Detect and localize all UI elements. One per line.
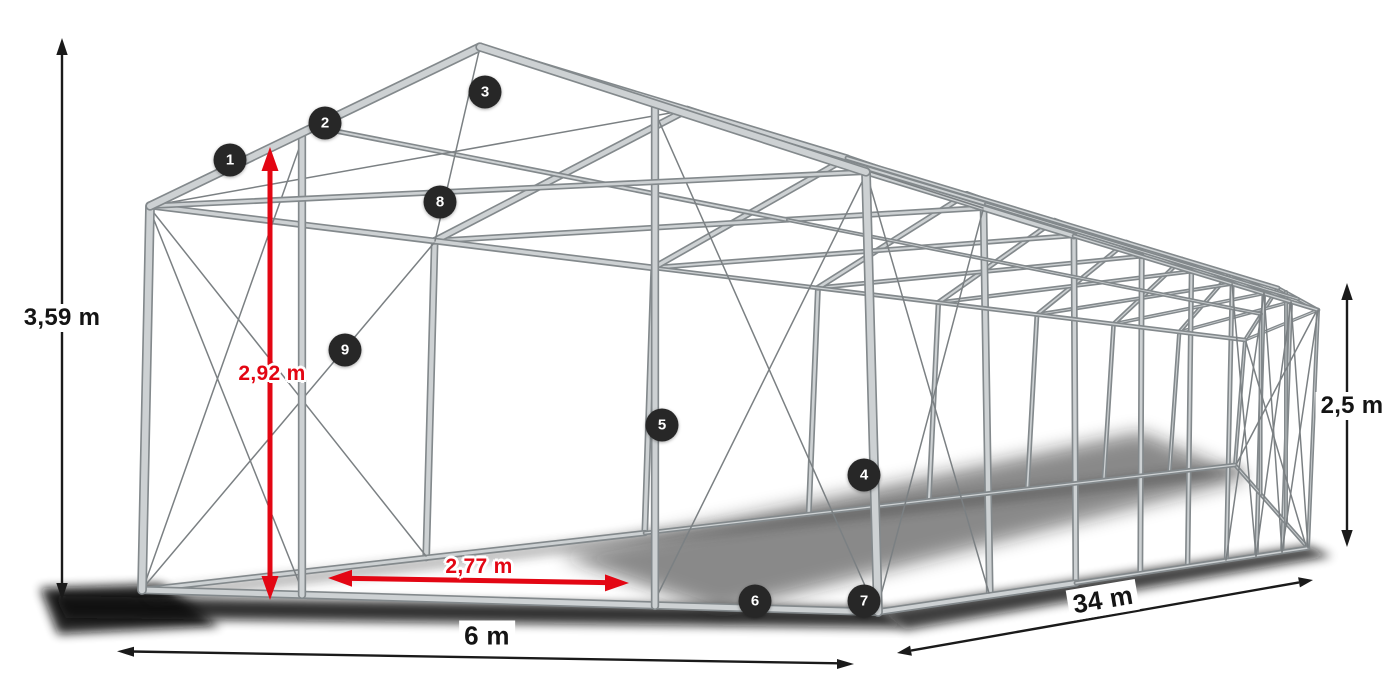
right-wall-brace <box>1225 292 1265 561</box>
left-wall-brace <box>149 207 427 557</box>
red-arrowhead-up-icon <box>261 147 279 171</box>
length-arrow-line <box>910 581 1300 652</box>
frame-left-post <box>807 286 820 516</box>
arrowhead-left-icon <box>117 646 134 657</box>
arrowhead-down-icon <box>1341 530 1353 547</box>
part-marker-7[interactable]: 7 <box>847 584 881 618</box>
frame-tie-beam <box>1244 309 1319 341</box>
arrowhead-left-icon <box>897 645 912 656</box>
arrowhead-up-icon <box>56 38 68 55</box>
part-marker-2[interactable]: 2 <box>308 106 342 140</box>
entrance-width-arrow-line <box>349 575 608 586</box>
left-eave-purlin <box>148 204 656 270</box>
back-base-rail <box>1234 464 1309 549</box>
entrance-width-label: 2,77 m <box>445 555 513 578</box>
front-wall-brace <box>143 139 303 587</box>
width-arrow-line <box>131 650 840 665</box>
right-wall-brace <box>1290 301 1309 549</box>
right-wall-brace <box>1255 301 1292 557</box>
front-left-corner-post <box>138 202 154 594</box>
frame-right-post <box>1138 254 1144 575</box>
ridge-beam <box>846 157 1279 289</box>
left-roof-purlin <box>314 126 789 221</box>
right-eave-purlin <box>1073 235 1319 311</box>
left-base-shadow <box>142 464 1248 602</box>
front-wall-brace <box>149 209 303 591</box>
frame-left-post <box>1103 323 1115 481</box>
arrowhead-right-icon <box>837 659 854 669</box>
frame-right-post <box>1307 309 1319 549</box>
back-wall-brace <box>1236 311 1317 464</box>
part-marker-5[interactable]: 5 <box>645 408 679 442</box>
front-wall-brace <box>654 177 865 601</box>
frame-right-post <box>981 205 992 598</box>
frame-tie-beam <box>1036 283 1233 315</box>
left-base-rail <box>140 531 647 592</box>
red-dimension-arrows <box>261 147 629 600</box>
left-wall-brace <box>142 242 435 589</box>
right-roof-purlin <box>985 203 1299 300</box>
arrowhead-down-icon <box>56 583 68 600</box>
part-marker-9[interactable]: 9 <box>328 333 362 367</box>
total-height-label: 3,59 m <box>18 304 106 332</box>
arrowhead-up-icon <box>1341 283 1353 300</box>
part-marker-1[interactable]: 1 <box>213 143 247 177</box>
right-base-rail <box>876 581 1078 614</box>
frame-left-post <box>423 238 437 560</box>
right-base-rail <box>1075 547 1309 584</box>
frame-left-post <box>1234 339 1246 466</box>
part-marker-6[interactable]: 6 <box>738 584 772 618</box>
red-arrowhead-down-icon <box>261 576 279 600</box>
part-marker-4[interactable]: 4 <box>847 458 881 492</box>
front-right-corner-post <box>862 168 882 616</box>
front-right-rafter <box>477 44 869 175</box>
left-eave-purlin <box>653 267 1246 341</box>
right-wall-brace <box>876 209 984 611</box>
part-marker-8[interactable]: 8 <box>423 185 457 219</box>
ridge-clearance-label: 2,92 m <box>238 362 306 385</box>
part-marker-3[interactable]: 3 <box>468 75 502 109</box>
right-wall-brace <box>866 174 990 594</box>
right-wall-brace <box>1231 283 1257 557</box>
front-edge-shadow <box>55 596 906 628</box>
left-base-rail <box>644 464 1236 534</box>
frame-left-post <box>1168 331 1180 473</box>
arrowhead-right-icon <box>1298 577 1313 588</box>
frame-right-post <box>1186 270 1193 567</box>
side-height-label: 2,5 m <box>1315 392 1389 420</box>
front-wall-brace <box>654 111 875 607</box>
red-arrowhead-left-icon <box>328 569 352 587</box>
right-wall-brace <box>1263 292 1283 553</box>
width-label: 6 m <box>459 620 515 652</box>
right-wall-brace <box>1281 309 1319 553</box>
frame-right-post <box>1072 233 1078 585</box>
red-arrowhead-right-icon <box>605 574 629 592</box>
frame-left-post <box>1026 313 1038 490</box>
frame-tie-beam <box>937 270 1192 303</box>
frame-tie-beam <box>433 206 985 243</box>
back-wall-brace <box>1245 341 1307 547</box>
roof-brace <box>149 109 688 207</box>
frame-right-post <box>1225 282 1233 561</box>
